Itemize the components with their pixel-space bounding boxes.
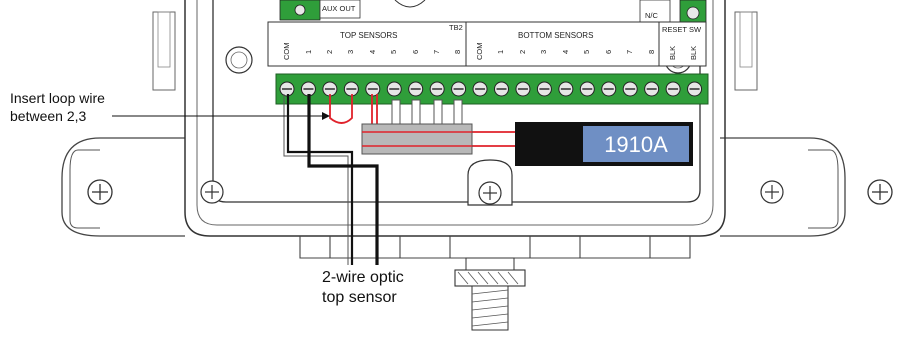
top-pin-6: 6 xyxy=(411,50,420,54)
enclosure-body xyxy=(184,0,726,237)
bottom-pin-4: 4 xyxy=(561,50,570,54)
terminal-strip xyxy=(275,73,709,105)
loop-callout-line2: between 2,3 xyxy=(10,108,87,124)
top-pin-4: 4 xyxy=(368,50,377,54)
loop-wire-callout: Insert loop wire between 2,3 xyxy=(10,89,105,125)
top-sensors-heading: TOP SENSORS xyxy=(340,31,398,40)
left-mount-hole xyxy=(87,179,113,205)
bottom-pin-2: 2 xyxy=(518,50,527,54)
bottom-pin-7: 7 xyxy=(625,50,634,54)
red-loop-wire xyxy=(329,94,353,124)
top-pin-com: COM xyxy=(282,43,291,61)
sensor-callout-line1: 2-wire optic xyxy=(322,269,404,286)
bottom-bracket xyxy=(299,236,691,259)
enclosure-screw-left xyxy=(200,180,224,204)
terminal-label-panel: TOP SENSORS TB2 BOTTOM SENSORS RESET SW … xyxy=(267,21,707,67)
aux-out-label: AUX OUT xyxy=(322,4,356,13)
right-mounting-ear xyxy=(720,137,846,237)
cable-gland xyxy=(454,257,526,331)
black-wire-com xyxy=(283,94,354,265)
tb2-label: TB2 xyxy=(449,23,463,32)
sensor-callout-line2: top sensor xyxy=(322,289,397,306)
device-1910a: 1910A xyxy=(515,122,693,166)
bottom-pin-5: 5 xyxy=(582,50,591,54)
device-label: 1910A xyxy=(604,132,668,157)
bottom-pin-1: 1 xyxy=(496,50,505,54)
reset-pin-blk-2: BLK xyxy=(689,46,698,60)
left-mounting-ear xyxy=(61,137,185,237)
bottom-pin-com: COM xyxy=(475,43,484,61)
top-pin-3: 3 xyxy=(346,50,355,54)
board-screw-left xyxy=(225,46,253,74)
wire-connector xyxy=(361,123,473,155)
enclosure-screw-right xyxy=(760,180,784,204)
nc-label: N/C xyxy=(645,11,659,20)
bottom-pin-3: 3 xyxy=(539,50,548,54)
right-mount-hole xyxy=(867,179,893,205)
black-wire-1 xyxy=(307,94,379,265)
bottom-sensors-heading: BOTTOM SENSORS xyxy=(518,31,593,40)
sensor-callout: 2-wire optic top sensor xyxy=(322,268,404,308)
bottom-pin-6: 6 xyxy=(604,50,613,54)
top-pin-2: 2 xyxy=(325,50,334,54)
top-pin-1: 1 xyxy=(304,50,313,54)
top-pin-8: 8 xyxy=(453,50,462,54)
top-pin-7: 7 xyxy=(432,50,441,54)
reset-pin-blk-1: BLK xyxy=(668,46,677,60)
bottom-pin-8: 8 xyxy=(647,50,656,54)
top-pin-5: 5 xyxy=(389,50,398,54)
enclosure-screw-center xyxy=(467,159,513,206)
loop-callout-line1: Insert loop wire xyxy=(10,90,105,106)
reset-sw-heading: RESET SW xyxy=(662,25,702,34)
